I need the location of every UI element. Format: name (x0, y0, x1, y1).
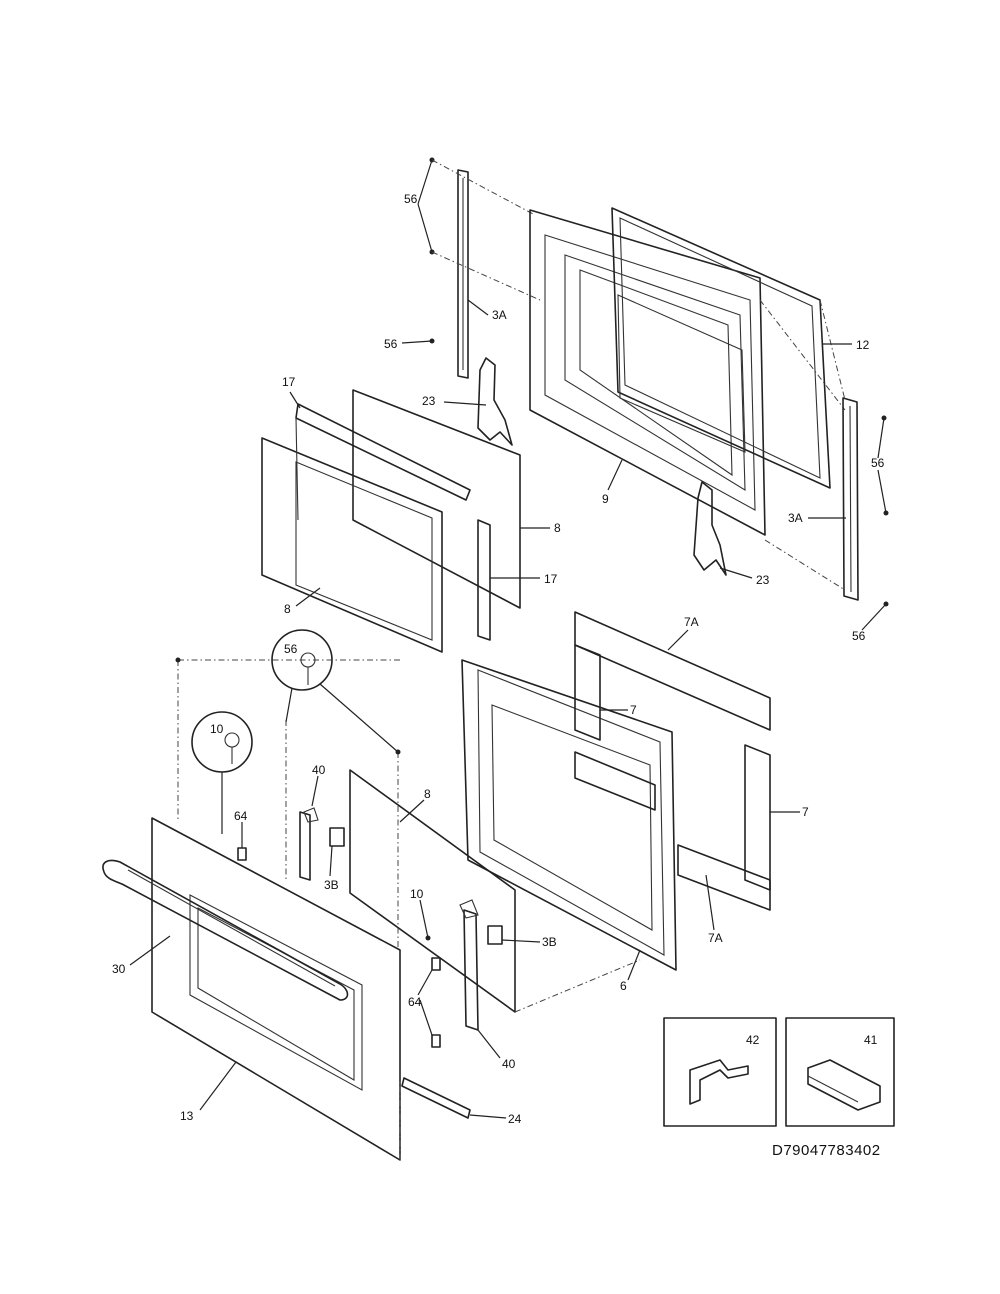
callout-10-circle: 10 (210, 722, 224, 736)
spacer-64-bottom (431, 1034, 441, 1048)
callout-64-bottom: 64 (408, 995, 422, 1009)
door-liner-12 (611, 207, 831, 489)
insulation-7A-bottom (677, 844, 771, 911)
callout-64-top: 64 (234, 809, 248, 823)
callout-10-small: 10 (410, 887, 424, 901)
callout-9: 9 (602, 492, 609, 506)
hinge-23-right (693, 481, 727, 576)
hinge-23-left (477, 357, 513, 446)
insulation-7-inner (574, 751, 656, 811)
spacer-64-top (237, 847, 247, 861)
callout-40-top: 40 (312, 763, 326, 777)
callout-17-top: 17 (282, 375, 296, 389)
glass-panel-8-lower (349, 769, 516, 1013)
glass-retainer-17-side (477, 519, 491, 641)
callout-56-right: 56 (871, 456, 885, 470)
callout-3B-right: 3B (542, 935, 557, 949)
bracket-40-bottom (459, 899, 479, 1031)
callout-8-mid: 8 (424, 787, 431, 801)
callout-7A-top: 7A (684, 615, 699, 629)
callout-8-right: 8 (554, 521, 561, 535)
bracket-40-top (299, 807, 319, 881)
inset-box-42 (663, 1017, 777, 1127)
callout-3A-left: 3A (492, 308, 507, 322)
hinge-channel-right (842, 397, 859, 601)
callout-12: 12 (856, 338, 870, 352)
detail-circle-10 (191, 711, 253, 834)
callout-42: 42 (746, 1033, 760, 1047)
callout-23-left: 23 (422, 394, 436, 408)
diagram-code: D79047783402 (772, 1142, 881, 1159)
clip-3B-right (487, 925, 503, 945)
door-handle-30 (102, 859, 349, 1001)
glass-retainer-17-top (295, 403, 471, 521)
insulation-7-right (744, 744, 771, 891)
callout-8-left: 8 (284, 602, 291, 616)
callout-40-bottom: 40 (502, 1057, 516, 1071)
callout-41: 41 (864, 1033, 878, 1047)
inner-door-frame-9 (529, 209, 766, 536)
insulation-7-left (574, 644, 601, 741)
callout-56-left: 56 (384, 337, 398, 351)
callout-6: 6 (620, 979, 627, 993)
callout-3B-top: 3B (324, 878, 339, 892)
door-frame-6 (461, 659, 677, 971)
glass-panel-8-front (261, 437, 443, 653)
callout-56-top: 56 (404, 192, 418, 206)
spacer-64-mid (431, 957, 441, 971)
callout-17-mid: 17 (544, 572, 558, 586)
callout-56-bottom-right: 56 (852, 629, 866, 643)
callout-13: 13 (180, 1109, 194, 1123)
hinge-channel-left (457, 169, 469, 379)
callout-7-right: 7 (802, 805, 809, 819)
inset-box-41 (785, 1017, 895, 1127)
callout-24: 24 (508, 1112, 522, 1126)
callout-56-circle: 56 (284, 642, 298, 656)
glass-panel-8-back (352, 389, 521, 609)
trim-strip-24 (401, 1077, 471, 1119)
callout-23-right: 23 (756, 573, 770, 587)
callout-7A-bottom: 7A (708, 931, 723, 945)
callout-7-top: 7 (630, 703, 637, 717)
clip-3B-top (329, 827, 345, 847)
callout-3A-right: 3A (788, 511, 803, 525)
callout-30: 30 (112, 962, 126, 976)
insulation-7A-top (574, 611, 771, 731)
detail-circle-56 (271, 629, 399, 753)
